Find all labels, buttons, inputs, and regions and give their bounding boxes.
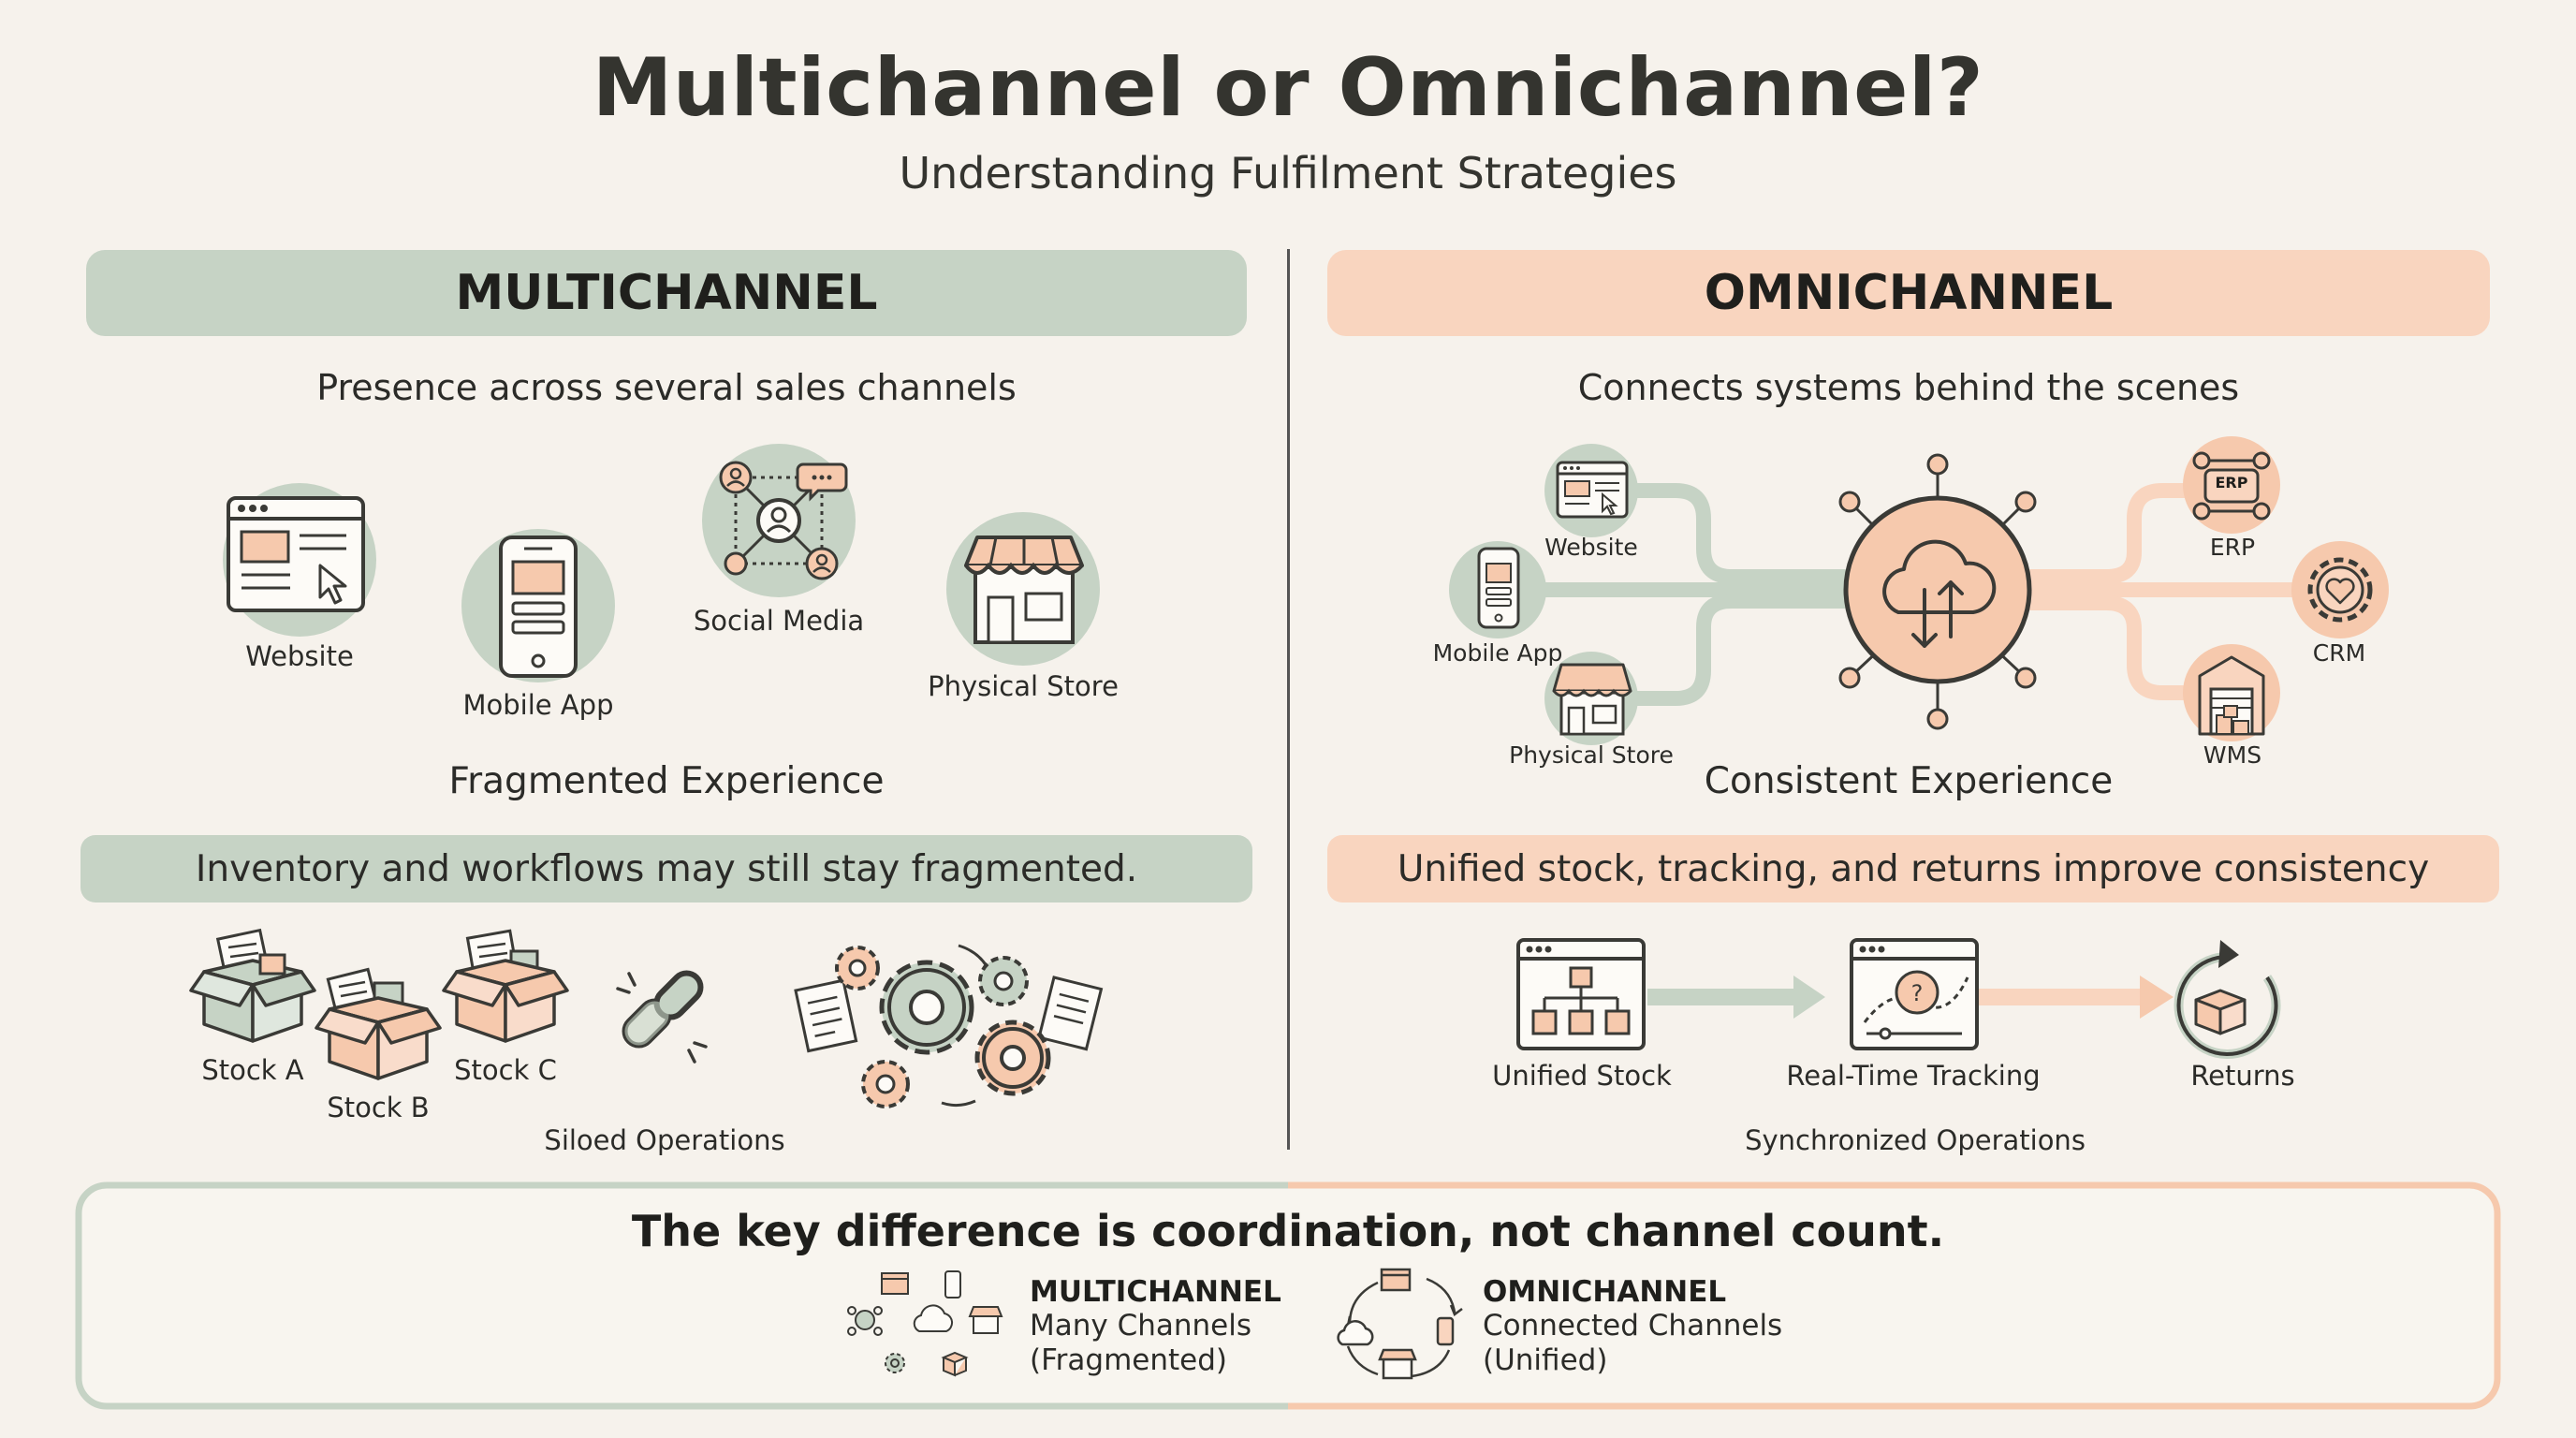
gears-icon <box>794 944 1104 1108</box>
legend-omnichannel-title: OMNICHANNEL <box>1483 1275 1727 1309</box>
stock-box-icon <box>315 967 442 1080</box>
omnichannel-note: Unified stock, tracking, and returns imp… <box>1327 835 2499 902</box>
key-difference-statement: The key difference is coordination, not … <box>631 1206 1945 1256</box>
mobile-app-icon <box>461 529 615 682</box>
omni-label-erp: ERP <box>2209 534 2256 561</box>
legend-omnichannel-line1: Connected Channels <box>1483 1309 1783 1343</box>
multichannel-note: Inventory and workflows may still stay f… <box>80 835 1252 902</box>
multichannel-tagline: Presence across several sales channels <box>316 367 1017 408</box>
physical-store-icon <box>946 512 1100 666</box>
omni-label-mobile-app: Mobile App <box>1432 639 1563 667</box>
stock-box-icon <box>189 928 316 1043</box>
svg-text:?: ? <box>1911 980 1924 1006</box>
channel-label-social-media: Social Media <box>693 605 865 637</box>
page-subtitle: Understanding Fulfilment Strategies <box>899 148 1677 198</box>
omnichannel-tagline: Connects systems behind the scenes <box>1577 367 2240 408</box>
omnichannel-experience: Consistent Experience <box>1704 760 2114 802</box>
stock-label-c: Stock C <box>454 1054 557 1086</box>
stock-label-b: Stock B <box>327 1092 430 1123</box>
omni-label-website: Website <box>1544 534 1638 561</box>
omni-label-crm: CRM <box>2312 639 2366 667</box>
broken-link-icon <box>616 970 708 1064</box>
flow-label-real-time-tracking: Real-Time Tracking <box>1786 1060 2041 1092</box>
page-title: Multichannel or Omnichannel? <box>592 41 1984 135</box>
multichannel-header: MULTICHANNEL <box>86 250 1247 336</box>
social-media-icon <box>702 444 856 597</box>
legend-multichannel-line2: (Fragmented) <box>1030 1343 1228 1377</box>
multichannel-experience: Fragmented Experience <box>448 760 885 802</box>
legend-omnichannel-line2: (Unified) <box>1483 1343 1608 1377</box>
column-divider <box>1287 249 1290 1150</box>
website-icon <box>223 483 376 637</box>
omnichannel-operations: Synchronized Operations <box>1745 1124 2086 1156</box>
multichannel-operations: Siloed Operations <box>544 1124 785 1156</box>
synchronized-flow: ? <box>1516 938 2281 1059</box>
legend-multichannel-line1: Many Channels <box>1030 1309 1252 1343</box>
stock-label-a: Stock A <box>201 1054 304 1086</box>
legend-multichannel-title: MULTICHANNEL <box>1030 1275 1281 1309</box>
channel-label-mobile-app: Mobile App <box>462 689 614 721</box>
key-box-border <box>75 1181 2501 1410</box>
flow-label-unified-stock: Unified Stock <box>1492 1060 1672 1092</box>
omnichannel-hub-diagram <box>1449 436 2389 745</box>
omnichannel-mini-cycle-icon <box>1337 1268 1463 1380</box>
multichannel-mini-icons <box>847 1270 1003 1377</box>
omni-label-physical-store: Physical Store <box>1509 741 1674 769</box>
flow-label-returns: Returns <box>2190 1060 2295 1092</box>
channel-label-physical-store: Physical Store <box>928 670 1119 702</box>
omnichannel-header: OMNICHANNEL <box>1327 250 2490 336</box>
omni-label-wms: WMS <box>2203 741 2262 769</box>
channel-label-website: Website <box>245 640 354 672</box>
erp-badge-text: ERP <box>2215 474 2248 492</box>
stock-box-icon <box>442 929 569 1043</box>
